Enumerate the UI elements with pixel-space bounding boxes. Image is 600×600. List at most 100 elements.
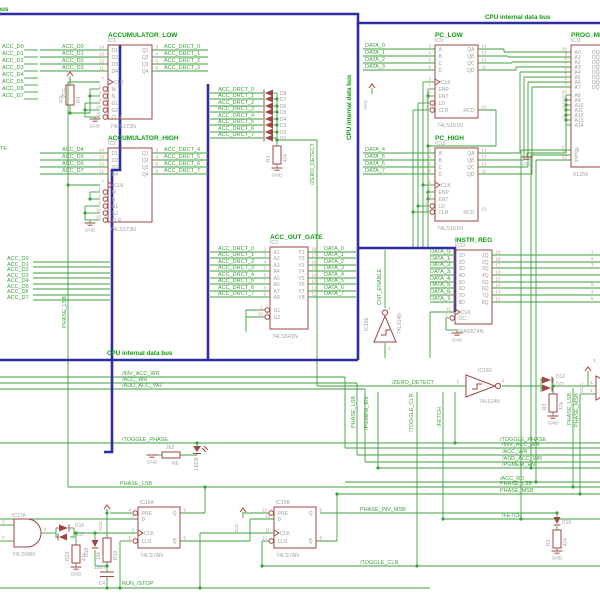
text-label: ACC_DRCT_5 [218,119,254,125]
text-label: 13 [312,279,318,284]
ic-IC9: PC_LOWIC974LS161N3ADATA_04BDATA_15CDATA_… [363,32,487,129]
diode-D12: D12 [542,374,565,384]
text-label: IC3 [270,240,278,246]
text-label: /PGMEM_EN [364,397,370,430]
text-label: GND [147,460,158,466]
text-label: Q4 [142,172,149,178]
text-label: /ZERO_DETECT [310,142,316,185]
text-label: ACC_DRCT_6 [218,126,254,132]
text-label: 10k [96,551,102,560]
text-label: IC17A [12,513,27,519]
text-label: LED9 [194,457,200,470]
text-label: G1 [112,204,119,210]
text-label: 3 [156,45,159,50]
text-label: 74LS173N [110,124,136,130]
text-label: 18 [312,247,318,252]
diode-D2: D2 [263,128,287,136]
text-label: 1 [2,519,5,524]
vcc-symbol: VCC [363,83,376,110]
text-label: IC1 [108,38,116,44]
text-label: R23 [65,552,71,561]
text-label: 9 [564,52,567,57]
text-label: G2 [112,211,119,217]
ic-IC11: PROG_MEMIC116125610A09A18A27A36A45A54A63… [562,32,600,178]
text-label: CLR [112,218,122,224]
text-label: D3 [280,123,287,129]
text-label: 23 [562,105,568,110]
text-label: Q [309,511,313,517]
text-label: 1 [564,120,567,125]
text-label: DATA_2 [430,262,450,268]
text-label: R1 [266,155,272,162]
text-label: ACC_D7 [62,168,84,174]
text-label: ACC_DRCT_0 [218,246,254,252]
text-label: 22 [562,155,568,160]
text-label: ACC_D1 [62,51,84,57]
text-label: 11 [99,169,104,174]
text-label: 4 [388,306,391,311]
text-label: ACC_D5 [62,154,84,160]
text-label: 15 [96,112,102,117]
text-label: Q3 [142,165,149,171]
text-label: 2 [448,250,451,255]
text-label: DATA_5 [365,154,385,160]
text-label: QB [467,158,475,164]
text-label: /TOGGLE_PHASE [500,437,546,443]
text-label: 4 [428,51,431,56]
junctions [66,94,582,590]
text-label: 19 [496,250,502,255]
text-label: 74LS74N [276,553,299,559]
text-label: LD [439,101,446,107]
text-label: Q [173,511,177,517]
gate-fragment [595,375,600,401]
text-label: ACC_D6 [7,289,29,295]
bus [104,45,122,454]
text-label: 2 [98,91,101,96]
text-label: 13 [496,290,502,295]
text-label: IC15B [276,500,291,506]
text-label: ACC_DRCT_3 [164,65,200,71]
text-label: GND [272,173,283,179]
text-label: 1Q [482,253,489,259]
text-label: /ACC_WR [502,449,527,455]
text-label: ACC_D2 [62,58,84,64]
text-label: 74LS74N [140,553,163,559]
text-label: /TOGGLE_CLR [409,394,415,432]
text-label: 3 [428,148,431,153]
text-label: DATA_1 [365,50,385,56]
bus [0,12,600,25]
text-label: 7 [448,283,451,288]
text-label: 19 [258,312,264,317]
text-label: CLR [142,539,152,545]
text-label: 17 [496,263,502,268]
text-label: CNT_ENABLE [377,269,383,305]
text-label: 10 [426,194,432,199]
text-label: CLR [278,539,288,545]
ic-IC1: ACCUMULATOR_LOWIC174LS173N14D1ACC_D013D2… [40,32,208,130]
text-label: 9 [98,201,101,206]
gnd-symbol: GND [70,566,82,578]
text-label: 2 [2,535,5,540]
text-label: DQ5 [592,75,600,81]
text-label: C [439,165,443,171]
text-label: 2Q [482,260,489,266]
text-label: ACC_D0 [62,44,84,50]
gnd-symbol: GND [89,118,101,130]
text-label: 3 [448,257,451,262]
text-label: ACC_DRCT_1 [218,252,254,258]
text-label: PROG_MEM [571,32,600,39]
text-label: D6 [280,104,287,110]
text-label: C4 [99,581,106,587]
text-label: ACC_DRCT_7 [218,291,254,297]
text-label: ACC_DRCT_6 [218,285,254,291]
text-label: 9 [98,98,101,103]
text-label: 6 [591,282,594,287]
text-label: 15 [312,266,318,271]
text-label: GND [552,556,563,562]
text-label: 8D [459,300,466,306]
